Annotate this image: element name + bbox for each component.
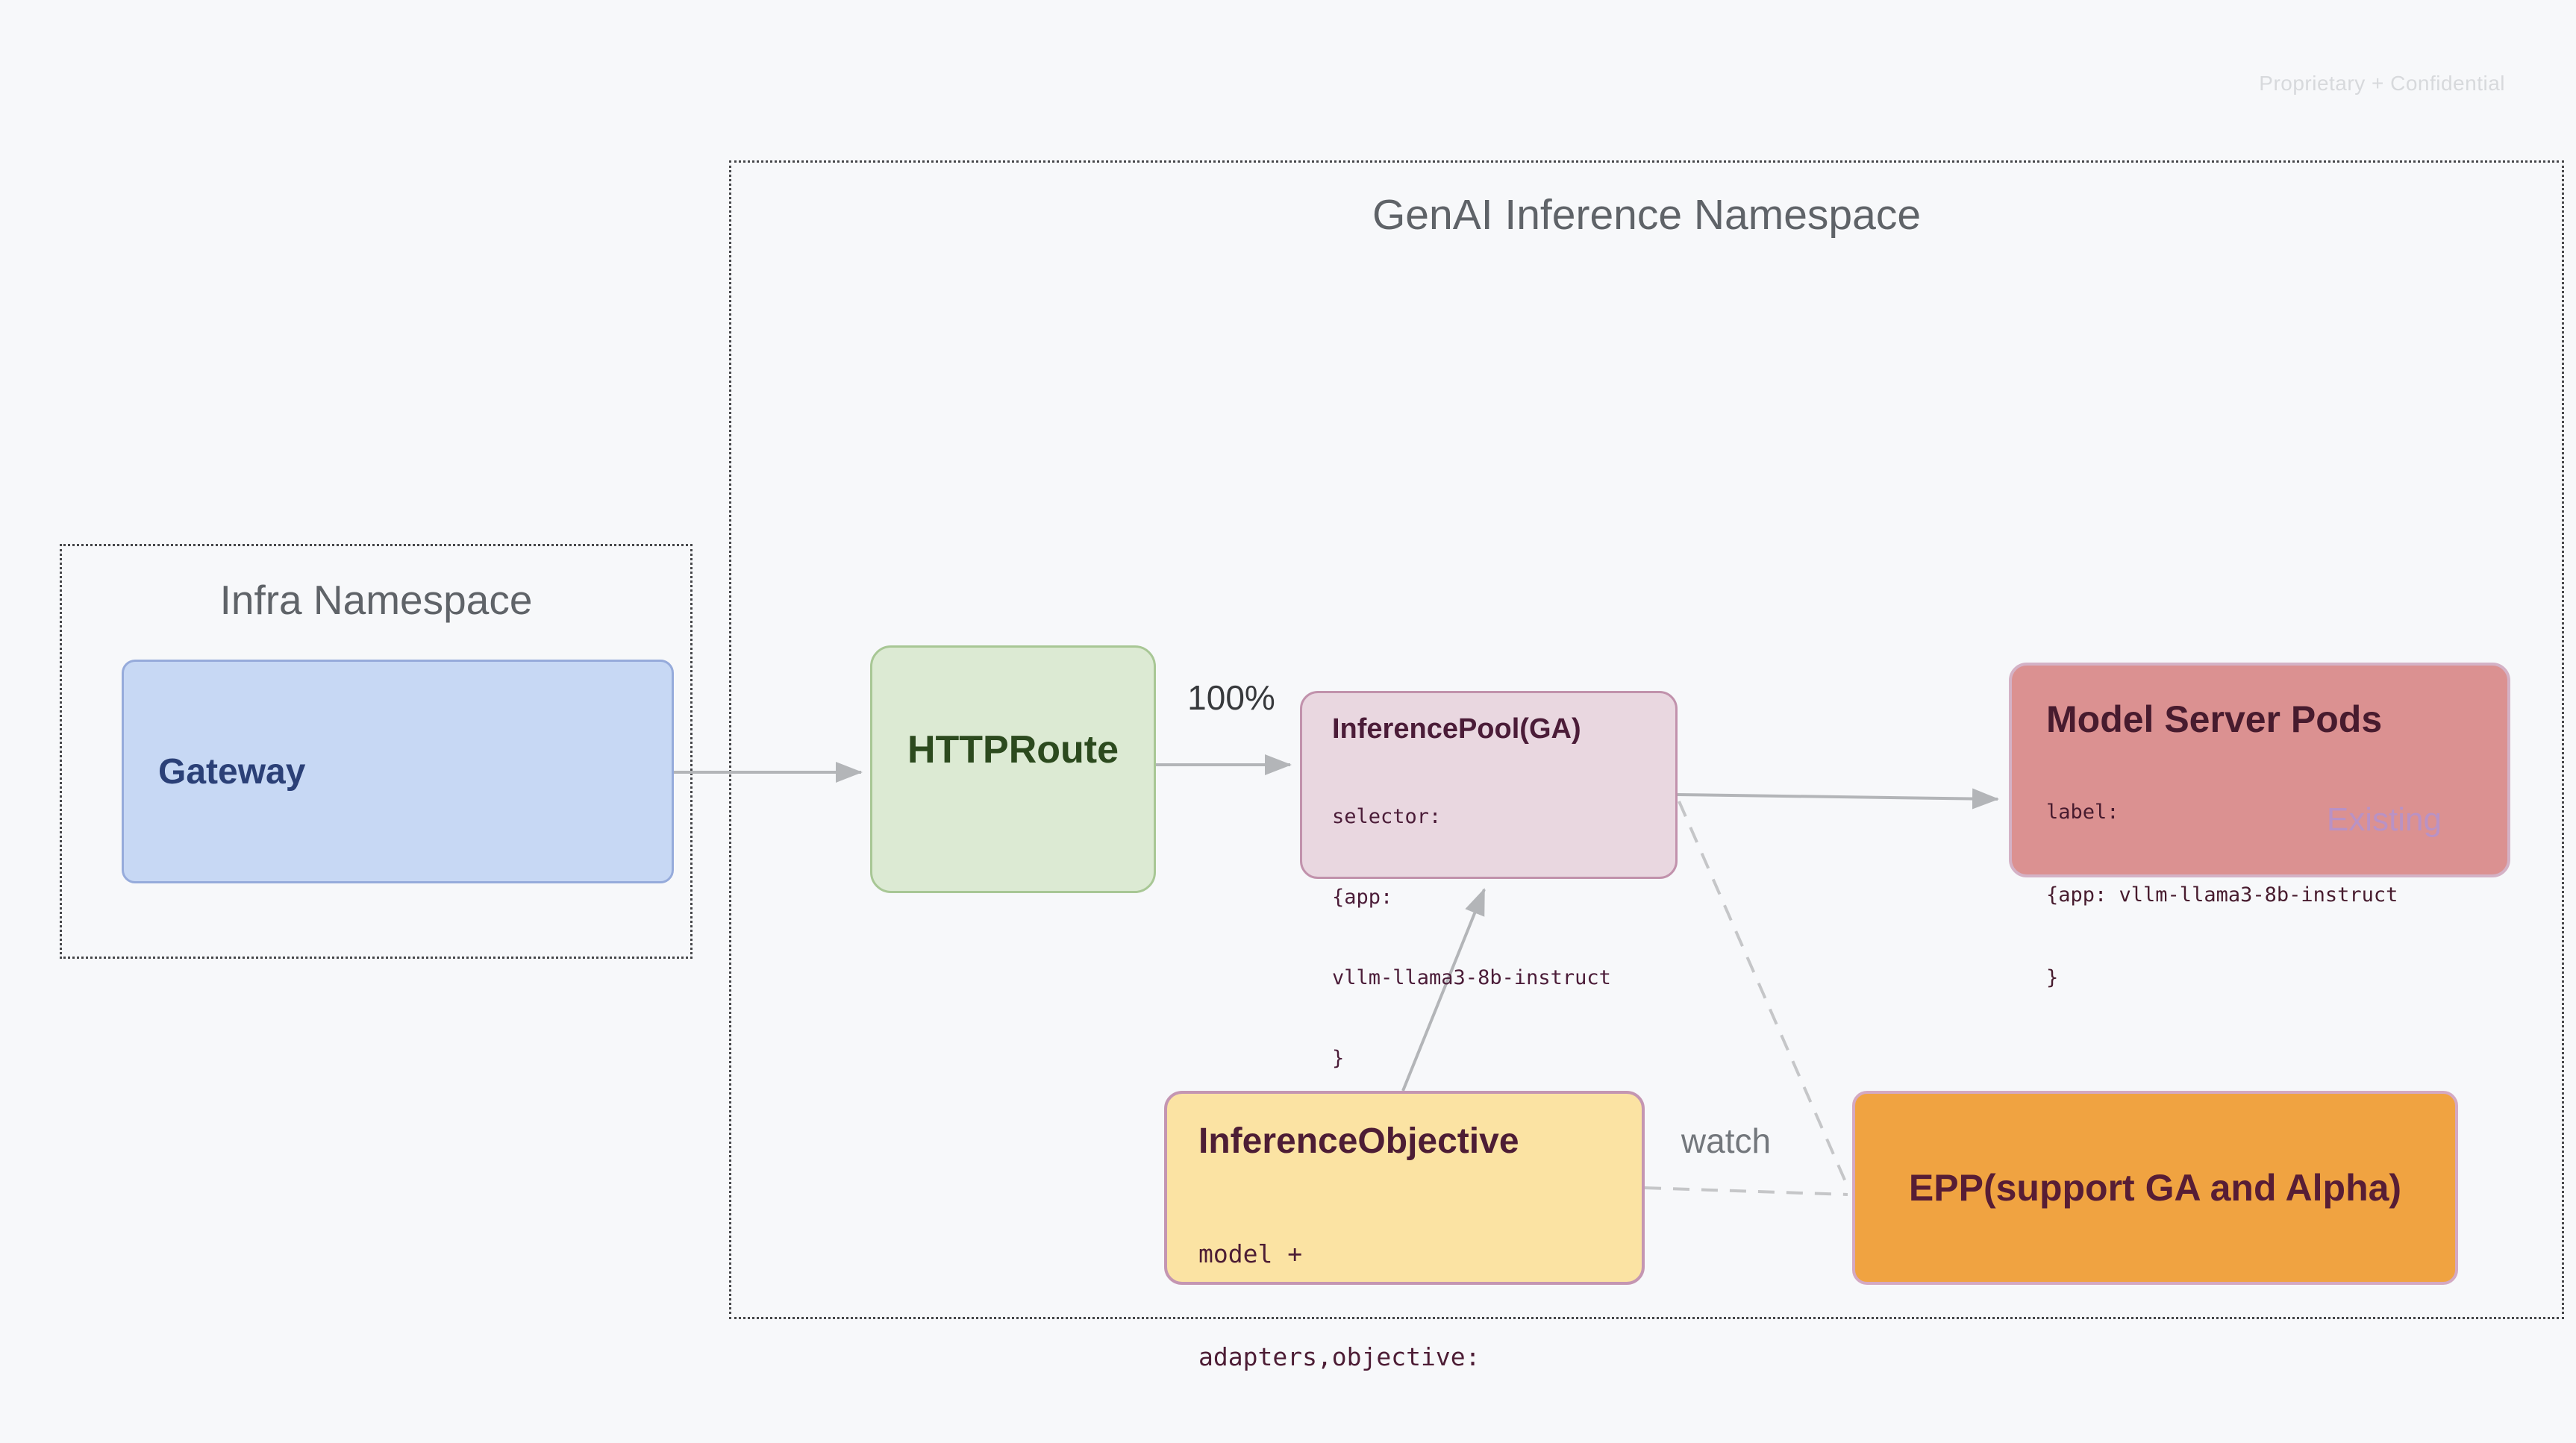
confidential-watermark: Proprietary + Confidential <box>2259 72 2505 95</box>
gateway-label: Gateway <box>158 751 306 792</box>
epp-node[interactable]: EPP(support GA and Alpha) <box>1852 1091 2458 1285</box>
httproute-label: HTTPRoute <box>907 728 1119 771</box>
inference-objective-node[interactable]: InferenceObjective model + adapters,obje… <box>1164 1091 1645 1371</box>
inference-pool-selector-code: selector: {app: vllm-llama3-8b-instruct … <box>1332 750 1660 1126</box>
code-line: adapters,objective: <box>1198 1342 1481 1371</box>
route-weight-label: 100% <box>1187 678 1275 717</box>
infra-namespace-title: Infra Namespace <box>219 577 533 623</box>
code-line: } <box>1332 1047 1345 1070</box>
inference-pool-node[interactable]: InferencePool(GA) selector: {app: vllm-l… <box>1300 691 1678 1070</box>
model-server-pods-title: Model Server Pods <box>2046 698 2383 740</box>
watch-label: watch <box>1681 1121 1772 1160</box>
existing-badge: Existing <box>2326 801 2442 838</box>
code-line: label: <box>2046 801 2119 824</box>
code-line: model + <box>1198 1239 1303 1268</box>
code-line: {app: vllm-llama3-8b-instruct <box>2046 883 2398 907</box>
gateway-node[interactable]: Gateway <box>122 660 674 883</box>
slide-canvas: { "watermark": "Proprietary + Confidenti… <box>60 72 2564 1371</box>
code-line: {app: <box>1332 886 1393 909</box>
inference-objective-title: InferenceObjective <box>1198 1121 1519 1161</box>
infra-namespace-box <box>60 544 693 959</box>
code-line: selector: <box>1332 805 1442 828</box>
code-line: vllm-llama3-8b-instruct <box>1332 966 1611 989</box>
genai-inference-namespace-box <box>729 160 2564 1319</box>
model-server-pods-label-code: label: {app: vllm-llama3-8b-instruct } <box>2046 743 2492 1047</box>
epp-label: EPP(support GA and Alpha) <box>1908 1167 2402 1209</box>
inference-pool-title: InferencePool(GA) <box>1332 713 1581 745</box>
code-line: } <box>2046 966 2059 989</box>
genai-inference-namespace-title: GenAI Inference Namespace <box>1372 191 1922 239</box>
model-server-pods-node[interactable]: Model Server Pods label: {app: vllm-llam… <box>2009 663 2510 989</box>
inference-objective-code: model + adapters,objective: <box>1198 1168 1627 1443</box>
httproute-node[interactable]: HTTPRoute <box>870 645 1156 893</box>
